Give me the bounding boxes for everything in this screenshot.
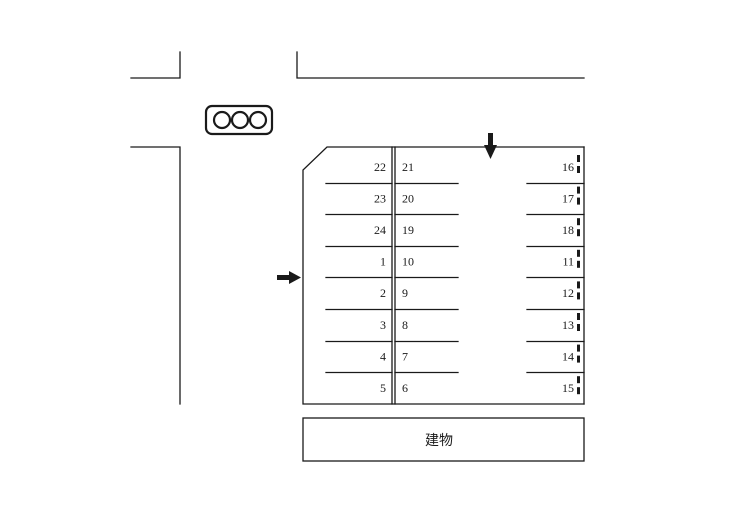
wheel-stop-icon [577, 186, 580, 205]
wheel-stop-icon [577, 281, 580, 300]
stall-number: 4 [380, 349, 386, 363]
stall-number: 15 [562, 381, 574, 395]
wheel-stop-icon [577, 218, 580, 237]
stall-number: 6 [402, 381, 408, 395]
stall-number: 12 [562, 286, 574, 300]
stall-number: 17 [562, 191, 574, 205]
stall-number: 23 [374, 191, 386, 205]
stall-number: 14 [562, 349, 574, 363]
stall-number: 1 [380, 255, 386, 269]
stall-number: 13 [562, 318, 574, 332]
stall-number: 21 [402, 160, 414, 174]
right-stall-labels: 16 17 18 11 12 13 14 15 [562, 155, 580, 395]
stall-lines [325, 182, 585, 374]
parking-lot-outline [302, 146, 585, 405]
wheel-stop-icon [577, 155, 580, 173]
stall-number: 3 [380, 318, 386, 332]
building: 建物 [302, 417, 585, 462]
arrow-icon [484, 133, 497, 159]
stall-number: 5 [380, 381, 386, 395]
road-lines [130, 51, 585, 405]
wheel-stop-icon [577, 313, 580, 331]
stall-number: 18 [562, 223, 574, 237]
stall-number: 10 [402, 255, 414, 269]
stall-number: 8 [402, 318, 408, 332]
stall-number: 2 [380, 286, 386, 300]
stall-number: 7 [402, 349, 408, 363]
building-label: 建物 [425, 433, 453, 449]
wheel-stop-icon [577, 344, 580, 363]
left-stall-labels: 22 21 23 20 24 19 1 10 2 9 3 8 4 7 5 6 [374, 160, 414, 395]
stall-number: 11 [562, 255, 574, 269]
stall-number: 22 [374, 160, 386, 174]
wheel-stop-icon [577, 376, 580, 395]
stall-number: 9 [402, 286, 408, 300]
wheel-stop-icon [577, 249, 580, 268]
arrow-icon [277, 271, 301, 284]
stall-number: 16 [562, 160, 574, 174]
traffic-signal-icon [204, 104, 274, 136]
stall-number: 20 [402, 191, 414, 205]
stall-number: 19 [402, 223, 414, 237]
stall-number: 24 [374, 223, 386, 237]
